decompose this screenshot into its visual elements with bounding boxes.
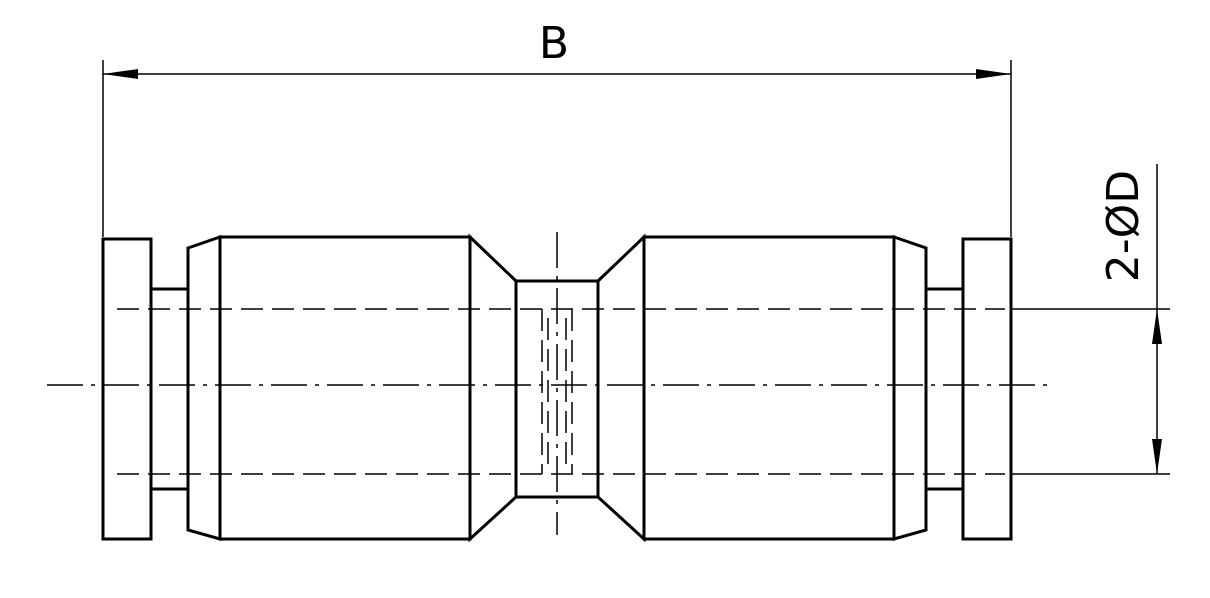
hidden-internal-stop — [541, 309, 573, 474]
left-neck — [149, 287, 190, 491]
dim-d-label: 2-ØD — [1098, 170, 1149, 282]
dim-d-arrow-bottom — [1152, 439, 1162, 474]
left-collar — [186, 234, 222, 541]
left-body — [218, 235, 472, 541]
dim-b-arrow-left — [103, 69, 138, 79]
left-flange — [101, 237, 153, 541]
right-neck — [924, 287, 965, 491]
left-taper — [468, 233, 518, 543]
dim-b-arrow-right — [976, 69, 1011, 79]
dim-b-label: B — [539, 18, 569, 69]
right-body — [642, 235, 896, 541]
dim-d-arrow-top — [1152, 309, 1162, 344]
right-collar — [892, 234, 928, 541]
right-flange — [961, 237, 1013, 541]
right-taper — [596, 233, 646, 543]
